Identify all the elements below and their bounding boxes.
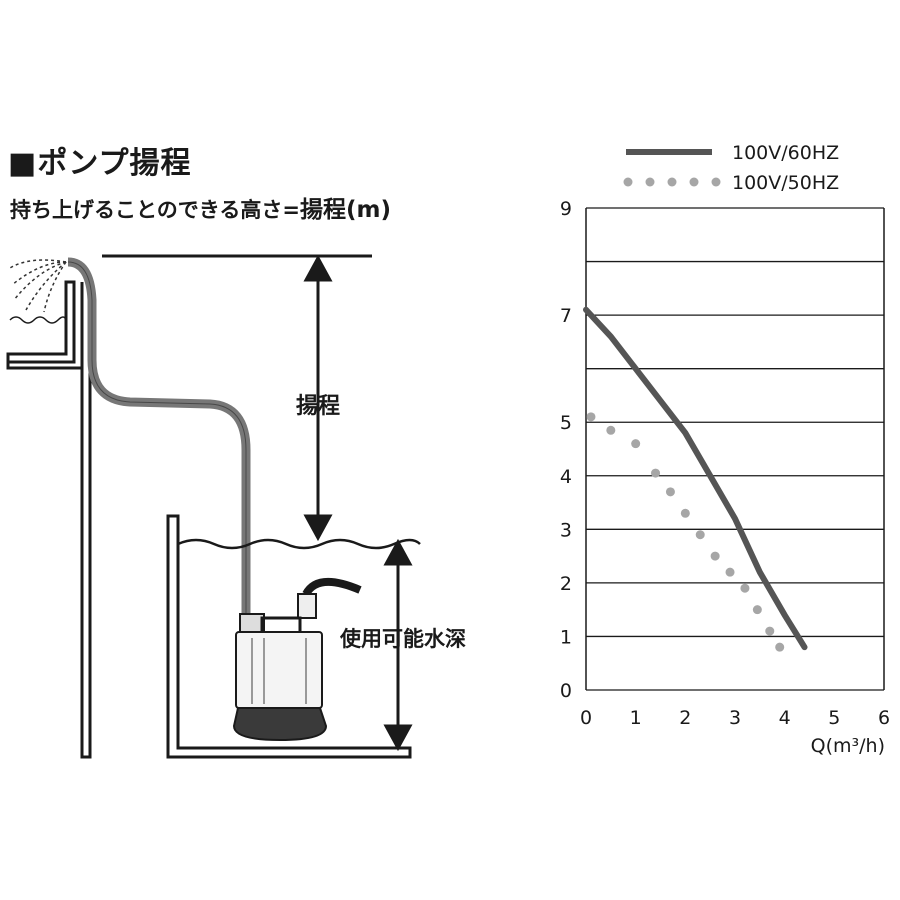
x-tick-label: 6 bbox=[878, 707, 890, 729]
series-point-50hz bbox=[710, 551, 720, 561]
series-point-50hz bbox=[775, 642, 785, 652]
submersible-pump-icon bbox=[232, 577, 362, 742]
y-tick-label: 5 bbox=[560, 412, 572, 434]
series-point-50hz bbox=[651, 468, 661, 478]
depth-label: 使用可能水深 bbox=[339, 627, 466, 651]
page-title: ■ポンプ揚程 bbox=[8, 146, 192, 181]
water-surface bbox=[177, 538, 421, 550]
head-arrow bbox=[303, 254, 333, 542]
y-tick-label: 9 bbox=[560, 198, 572, 220]
series-point-50hz bbox=[740, 583, 750, 593]
y-tick-label: 2 bbox=[560, 573, 572, 595]
y-tick-label: 1 bbox=[560, 626, 572, 648]
x-axis-label: Q(m³/h) bbox=[811, 735, 885, 757]
x-tick-label: 0 bbox=[580, 707, 592, 729]
series-point-50hz bbox=[631, 439, 641, 449]
series-point-50hz bbox=[752, 605, 762, 615]
x-tick-label: 2 bbox=[679, 707, 691, 729]
subtitle-text: 持ち上げることのできる高さ= bbox=[10, 198, 300, 222]
water-tank bbox=[166, 514, 412, 759]
series-point-50hz bbox=[606, 425, 616, 435]
left-wall bbox=[6, 282, 92, 759]
series-point-50hz bbox=[765, 626, 775, 636]
series-point-50hz bbox=[695, 530, 705, 540]
series-point-50hz bbox=[665, 487, 675, 497]
head-label: 揚程 bbox=[296, 393, 340, 419]
y-tick-label: 0 bbox=[560, 680, 572, 702]
legend-swatch-50hz bbox=[645, 177, 655, 187]
series-line-60hz bbox=[583, 306, 808, 651]
series-point-50hz bbox=[586, 412, 596, 422]
legend-swatch-50hz bbox=[667, 177, 677, 187]
legend-label-50hz: 100V/50HZ bbox=[732, 172, 839, 194]
depth-arrow bbox=[383, 538, 413, 752]
subtitle-emphasis: 揚程(m) bbox=[299, 197, 391, 223]
legend-label-60hz: 100V/60HZ bbox=[732, 142, 839, 164]
x-tick-label: 3 bbox=[729, 707, 741, 729]
water-spray-icon bbox=[9, 259, 67, 313]
y-tick-label: 4 bbox=[560, 466, 572, 488]
y-tick-label: 3 bbox=[560, 519, 572, 541]
legend-swatch-50hz bbox=[689, 177, 699, 187]
series-point-50hz bbox=[725, 567, 735, 577]
series-point-50hz bbox=[680, 508, 690, 518]
legend-swatch-50hz bbox=[711, 177, 721, 187]
x-tick-label: 1 bbox=[630, 707, 642, 729]
legend-swatch-50hz bbox=[623, 177, 633, 187]
x-tick-label: 5 bbox=[828, 707, 840, 729]
x-tick-label: 4 bbox=[779, 707, 791, 729]
page-subtitle: 持ち上げることのできる高さ=揚程(m) bbox=[10, 190, 391, 224]
y-tick-label: 7 bbox=[560, 305, 572, 327]
